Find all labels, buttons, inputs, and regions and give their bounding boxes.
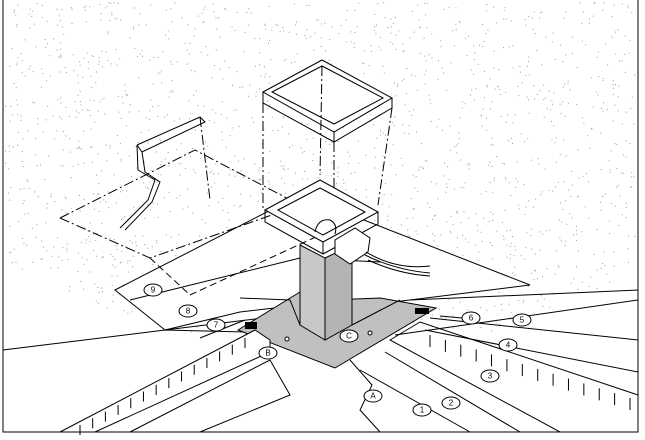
- callout-7: 7: [206, 318, 226, 332]
- svg-text:A: A: [370, 392, 376, 401]
- callout-8: 8: [178, 304, 198, 318]
- svg-text:8: 8: [186, 307, 191, 316]
- callout-4: 4: [498, 338, 518, 352]
- fastener-hole: [367, 330, 373, 336]
- cap-cover: [261, 59, 394, 220]
- callout-3: 3: [480, 369, 500, 383]
- sealant-right: [415, 308, 429, 314]
- svg-text:6: 6: [469, 314, 474, 323]
- callout-c: C: [339, 329, 359, 343]
- roof-parapet-left: [59, 329, 291, 435]
- callout-b: B: [258, 346, 278, 360]
- fastener-hole: [284, 336, 290, 342]
- svg-text:2: 2: [449, 399, 454, 408]
- svg-text:5: 5: [520, 316, 525, 325]
- callout-a: A: [363, 389, 383, 403]
- svg-text:C: C: [346, 332, 352, 341]
- callout-1: 1: [412, 403, 432, 417]
- svg-text:3: 3: [488, 372, 493, 381]
- svg-text:4: 4: [506, 341, 511, 350]
- leader-arrow: [439, 315, 463, 319]
- sealant-left: [245, 322, 257, 329]
- svg-text:1: 1: [420, 406, 425, 415]
- callout-9: 9: [143, 283, 163, 297]
- svg-text:7: 7: [214, 321, 219, 330]
- drawing-frame: [2, 0, 639, 433]
- callout-labels: 9 8 7B C 6 5 4 3 2 1 A: [143, 283, 532, 417]
- callout-6: 6: [461, 311, 481, 325]
- junction-box: [263, 179, 431, 277]
- pipe-column: [239, 244, 401, 341]
- callout-2: 2: [441, 396, 461, 410]
- exploded-outline-left: [59, 116, 321, 296]
- svg-text:B: B: [265, 349, 270, 358]
- svg-text:9: 9: [151, 286, 156, 295]
- callout-5: 5: [512, 313, 532, 327]
